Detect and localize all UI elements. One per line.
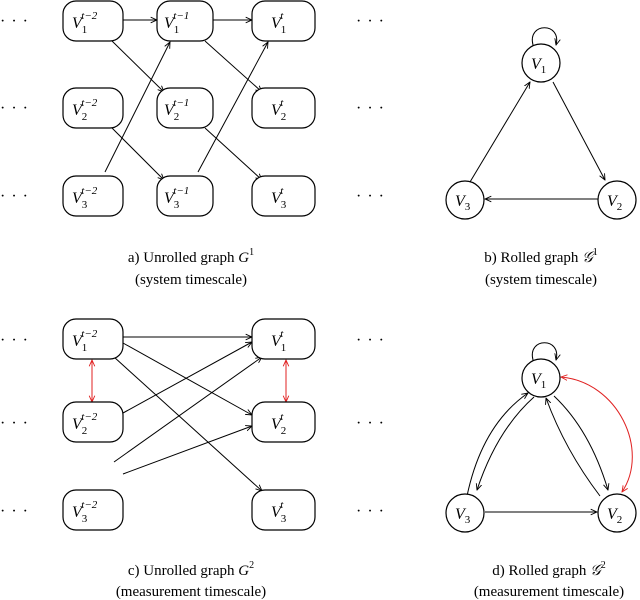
ellipsis-a-right-2: · · · — [356, 100, 385, 117]
ellipsis-a-right-1: · · · — [356, 13, 385, 30]
svg-text:V2t: V2t — [271, 411, 286, 437]
node-c-v3-t-2: V3t−2 — [62, 489, 124, 531]
edge-d-v1-v2 — [553, 395, 608, 490]
svg-text:V1t−2: V1t−2 — [72, 328, 98, 354]
svg-text:V2t: V2t — [271, 97, 286, 123]
ellipsis-a-right-3: · · · — [356, 188, 385, 205]
caption-d: d) Rolled graph 𝒢2 — [492, 560, 606, 579]
node-a-v3-t: V3t — [251, 175, 316, 217]
svg-text:V3: V3 — [455, 506, 471, 526]
svg-text:V2t−2: V2t−2 — [72, 411, 98, 437]
svg-text:V1: V1 — [531, 371, 546, 391]
node-b-v1: V1 — [521, 43, 561, 83]
panel-a-unrolled-g1: · · · · · · · · · · · · · · · · · · V1t−… — [0, 0, 385, 288]
ellipsis-a-left-2: · · · — [0, 100, 29, 117]
edge-d-v2-v1 — [546, 398, 601, 497]
node-a-v3-t-2: V3t−2 — [62, 175, 124, 217]
caption-b: b) Rolled graph 𝒢1 — [484, 247, 598, 266]
panel-c-unrolled-g2: · · · · · · · · · · · · · · · · · · V1t−… — [0, 318, 385, 600]
edge-d-v3-v1 — [466, 393, 528, 497]
selfloop-b-v1 — [531, 27, 556, 45]
ellipsis-c-left-3: · · · — [0, 503, 29, 520]
node-d-v1: V1 — [521, 358, 561, 398]
caption-d-sub: (measurement timescale) — [474, 584, 624, 600]
svg-text:V3t−2: V3t−2 — [72, 499, 98, 525]
edge-a-v1t2-v2t1 — [111, 40, 164, 92]
edge-d-v1-v3 — [477, 396, 535, 490]
node-a-v1-t-2: V1t−2 — [62, 0, 124, 42]
panel-b-rolled-g1: V1 V2 V3 b) Rolled graph 𝒢1 (system time… — [445, 27, 637, 288]
ellipsis-a-left-3: · · · — [0, 188, 29, 205]
edge-c-v3-v1 — [113, 357, 262, 463]
ellipsis-c-right-3: · · · — [356, 503, 385, 520]
node-b-v2: V2 — [597, 180, 637, 220]
edge-c-v1-v2 — [122, 342, 252, 415]
edge-c-v2-v1 — [122, 342, 252, 414]
edge-c-v3-v2 — [122, 426, 252, 475]
svg-text:V3t: V3t — [271, 499, 287, 525]
selfloop-d-v1 — [531, 342, 556, 360]
node-a-v1-t: V1t — [251, 0, 316, 42]
svg-text:V1t−1: V1t−1 — [164, 10, 189, 36]
ellipsis-c-left-2: · · · — [0, 415, 29, 432]
svg-text:V1t−2: V1t−2 — [72, 10, 98, 36]
node-d-v3: V3 — [445, 493, 485, 533]
svg-text:V2: V2 — [607, 506, 622, 526]
node-c-v2-t: V2t — [251, 401, 316, 443]
svg-text:V3t−1: V3t−1 — [164, 185, 189, 211]
svg-text:V1: V1 — [531, 56, 546, 76]
caption-a: a) Unrolled graph G1 — [128, 247, 254, 266]
node-c-v2-t-2: V2t−2 — [62, 401, 124, 443]
edge-c-v1-v3 — [113, 356, 262, 491]
svg-text:V2t−2: V2t−2 — [72, 97, 98, 123]
node-c-v1-t: V1t — [251, 318, 316, 360]
svg-text:V1t: V1t — [271, 10, 286, 36]
edge-b-v1-v2 — [552, 81, 605, 180]
svg-text:V3t: V3t — [271, 185, 287, 211]
node-d-v2: V2 — [597, 493, 637, 533]
ellipsis-a-left-1: · · · — [0, 13, 29, 30]
svg-text:V2t−1: V2t−1 — [164, 97, 189, 123]
ellipsis-c-right-1: · · · — [356, 332, 385, 349]
svg-text:V1t: V1t — [271, 328, 286, 354]
edge-a-v3t1-v1t — [197, 42, 268, 173]
node-b-v3: V3 — [445, 180, 485, 220]
node-c-v1-t-2: V1t−2 — [62, 318, 124, 360]
caption-a-sub: (system timescale) — [135, 272, 247, 288]
edge-b-v3-v1 — [469, 82, 530, 183]
edge-a-v2t1-v3t — [204, 127, 262, 180]
node-c-v3-t: V3t — [251, 489, 316, 531]
caption-b-sub: (system timescale) — [485, 272, 597, 288]
node-a-v2-t: V2t — [251, 87, 316, 129]
node-a-v1-t-1: V1t−1 — [156, 0, 214, 42]
edge-a-v3t2-v1t1 — [104, 42, 170, 173]
ellipsis-c-left-1: · · · — [0, 332, 29, 349]
node-a-v2-t-1: V2t−1 — [156, 87, 214, 129]
bidirected-edge-d-v1-v2 — [561, 377, 633, 492]
svg-text:V2: V2 — [607, 193, 622, 213]
edge-a-v2t2-v3t1 — [111, 127, 164, 180]
edge-a-v1t1-v2t — [204, 40, 262, 92]
node-a-v3-t-1: V3t−1 — [156, 175, 214, 217]
svg-text:V3t−2: V3t−2 — [72, 185, 98, 211]
caption-c-sub: (measurement timescale) — [116, 584, 266, 600]
node-a-v2-t-2: V2t−2 — [62, 87, 124, 129]
panel-d-rolled-g2: V1 V2 V3 d) Rolled graph 𝒢2 (measurement… — [445, 342, 637, 600]
caption-c: c) Unrolled graph G2 — [128, 560, 254, 579]
svg-text:V3: V3 — [455, 193, 471, 213]
ellipsis-c-right-2: · · · — [356, 415, 385, 432]
